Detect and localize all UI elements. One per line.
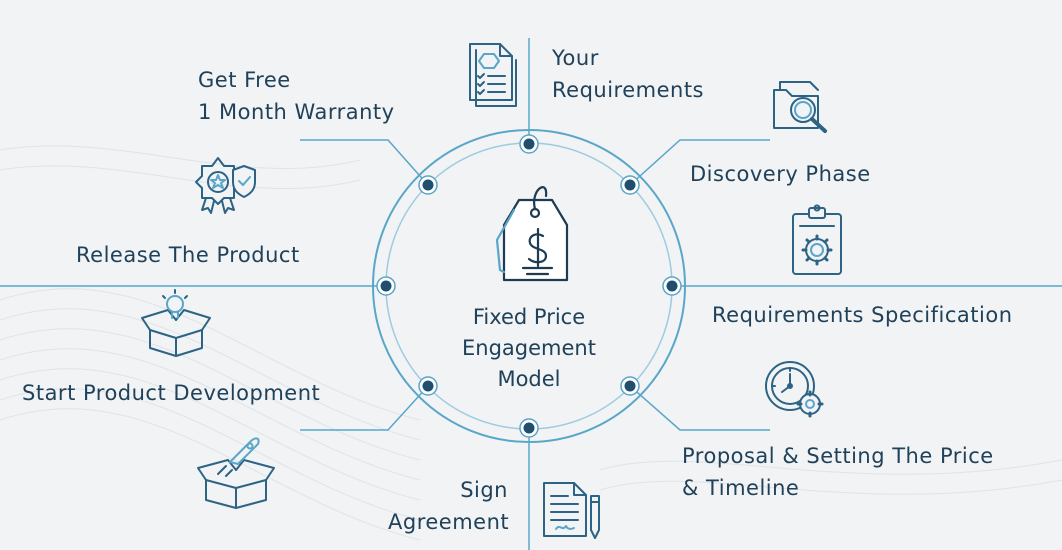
dot-discovery-phase	[620, 175, 640, 195]
connector-start-development	[300, 385, 429, 431]
award-badge-shield-icon	[195, 157, 256, 214]
connector-discovery-phase	[629, 139, 770, 186]
label-proposal: Proposal & Setting The Price & Timeline	[682, 444, 994, 500]
clipboard-gear-icon	[792, 204, 842, 275]
background-texture	[0, 145, 1062, 541]
label-release-the-product: Release The Product	[76, 243, 300, 267]
center-title: Fixed Price Engagement Model	[462, 305, 596, 391]
label-requirements-specification: Requirements Specification	[712, 303, 1013, 327]
dot-start-development	[418, 376, 438, 396]
rocket-box-icon	[197, 437, 275, 509]
checklist-document-icon	[469, 43, 517, 107]
dot-warranty	[418, 175, 438, 195]
label-discovery-phase: Discovery Phase	[690, 162, 871, 186]
connector-warranty	[300, 139, 429, 186]
dot-proposal	[620, 376, 640, 396]
folder-search-icon	[773, 81, 827, 133]
dot-your-requirements	[519, 134, 539, 154]
dot-sign-agreement	[519, 418, 539, 438]
document-pen-icon	[543, 482, 600, 539]
node-dots	[376, 134, 682, 438]
label-warranty: Get Free 1 Month Warranty	[198, 68, 395, 124]
connector-proposal	[629, 385, 770, 431]
lightbulb-box-icon	[141, 289, 211, 357]
label-start-product-development: Start Product Development	[22, 381, 321, 405]
label-sign-agreement: Sign Agreement	[388, 478, 510, 534]
connector-lines	[0, 38, 1062, 550]
price-tag-dollar-icon	[495, 186, 569, 282]
label-your-requirements: Your Requirements	[552, 46, 704, 102]
dot-requirements-specification	[662, 276, 682, 296]
clock-gear-icon	[765, 361, 824, 418]
dot-release-product	[376, 276, 396, 296]
